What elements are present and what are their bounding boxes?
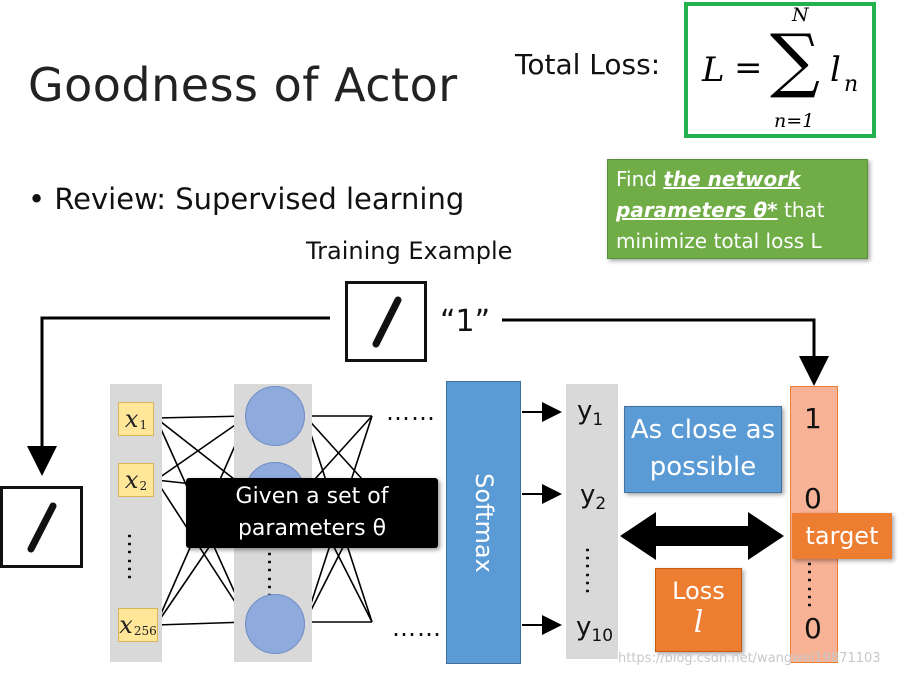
output-vdots: …… bbox=[580, 546, 608, 596]
output-y1: y1 bbox=[577, 396, 604, 431]
formula-equals: = bbox=[734, 48, 763, 88]
slide-title: Goodness of Actor bbox=[28, 58, 458, 112]
formula-sum-upper: N bbox=[792, 4, 809, 26]
output-layer-column bbox=[566, 384, 618, 659]
find-line3: minimize total loss L bbox=[616, 229, 822, 253]
softmax-output-arrows bbox=[522, 402, 562, 635]
digit-one-icon bbox=[372, 296, 402, 348]
find-parameters-callout: Find the network parameters θ* that mini… bbox=[607, 159, 868, 259]
bullet-review: • Review: Supervised learning bbox=[28, 182, 465, 216]
formula-term-sub: n bbox=[844, 72, 859, 97]
formula-term: l bbox=[830, 50, 841, 90]
close-line2: possible bbox=[649, 452, 757, 482]
as-close-as-possible-callout: As close as possible bbox=[624, 406, 782, 493]
loss-line1: Loss bbox=[672, 577, 725, 605]
output-y2: y2 bbox=[580, 480, 607, 515]
softmax-layer: Softmax bbox=[446, 381, 521, 664]
target-value-1: 1 bbox=[804, 402, 822, 435]
example-routing-lines bbox=[27, 316, 829, 476]
training-digit-image bbox=[345, 281, 427, 362]
target-value-2: 0 bbox=[804, 482, 822, 515]
formula-sum-lower: n=1 bbox=[774, 110, 815, 132]
loss-callout: Loss l bbox=[655, 568, 742, 652]
find-line1-em: the network bbox=[663, 167, 801, 191]
close-line1: As close as bbox=[630, 415, 776, 445]
softmax-label: Softmax bbox=[469, 472, 498, 573]
loss-line2: l bbox=[693, 605, 704, 640]
label-quote: “1” bbox=[440, 304, 491, 339]
given-parameters-callout: Given a set of parameters θ bbox=[186, 478, 438, 548]
watermark: https://blog.csdn.net/wangwei19871103 bbox=[618, 651, 881, 666]
input-vdots: …… bbox=[122, 532, 150, 582]
find-line1-pre: Find bbox=[616, 167, 664, 191]
target-label: target bbox=[792, 513, 892, 559]
digit-one-icon bbox=[27, 502, 57, 553]
layer-hdots-bottom: …… bbox=[392, 614, 442, 642]
hidden-neuron bbox=[245, 594, 305, 654]
given-line1: Given a set of bbox=[235, 484, 389, 509]
input-digit-image bbox=[0, 486, 83, 568]
find-line2-em: parameters θ* bbox=[616, 198, 778, 222]
sigma-icon: ∑ bbox=[770, 19, 820, 101]
hidden-neuron bbox=[245, 386, 305, 446]
target-value-3: 0 bbox=[804, 612, 822, 645]
hidden-vdots: …… bbox=[262, 550, 290, 600]
output-y10: y10 bbox=[576, 612, 614, 647]
layer-hdots-top: …… bbox=[386, 398, 436, 426]
formula-lhs: L bbox=[702, 50, 725, 90]
compare-double-arrow bbox=[620, 512, 784, 560]
training-example-label: Training Example bbox=[306, 237, 513, 265]
target-vdots: …… bbox=[802, 560, 830, 610]
total-loss-formula: L = N ∑ n=1 l n bbox=[684, 2, 876, 138]
given-line2: parameters θ bbox=[237, 516, 387, 541]
total-loss-label: Total Loss: bbox=[515, 48, 661, 81]
find-line2-post: that bbox=[777, 198, 825, 222]
